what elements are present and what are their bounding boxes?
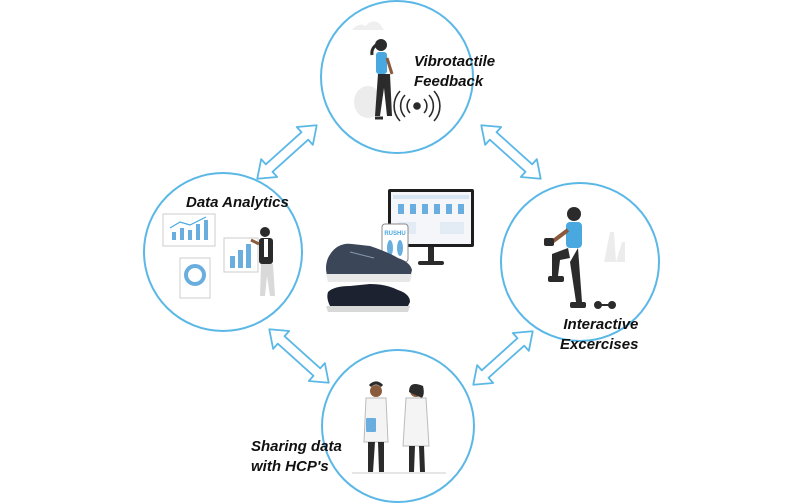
data-analytics-circle (143, 172, 303, 332)
sharing-circle (321, 349, 475, 503)
exercise-illustration (544, 207, 625, 309)
vibrotactile-label-line2: Feedback (414, 73, 484, 90)
doctors-illustration (352, 381, 446, 474)
arrow-top-left (256, 124, 318, 180)
interactive-label-line2: Excercises (560, 336, 639, 353)
monitor-brand: RUSHU (384, 231, 405, 237)
interactive-exercises-label: Interactive Excercises (560, 315, 638, 355)
walking-woman-illustration (352, 21, 394, 120)
vibration-icon (393, 90, 441, 122)
vibrotactile-feedback-label: Vibrotactile Feedback (414, 52, 495, 92)
arrow-bottom-right (472, 330, 534, 386)
data-analytics-label-line1: Data Analytics (186, 194, 289, 211)
interactive-circle (500, 182, 660, 342)
vibrotactile-label-line1: Vibrotactile (414, 53, 496, 70)
center-products-illustration: RUSHU (326, 189, 474, 312)
arrow-top-right (480, 124, 542, 180)
sharing-label-line2: with HCP's (251, 458, 329, 475)
shoe-lower (327, 284, 410, 306)
sharing-label-line1: Sharing data (251, 438, 342, 455)
arrow-bottom-left (268, 328, 330, 384)
shoe-upper (326, 243, 412, 278)
interactive-label-line1: Interactive (563, 316, 639, 333)
sharing-data-label: Sharing data with HCP's (251, 437, 342, 477)
data-analytics-label: Data Analytics (186, 193, 289, 213)
analytics-illustration (162, 213, 275, 299)
vibrotactile-circle (320, 0, 474, 154)
